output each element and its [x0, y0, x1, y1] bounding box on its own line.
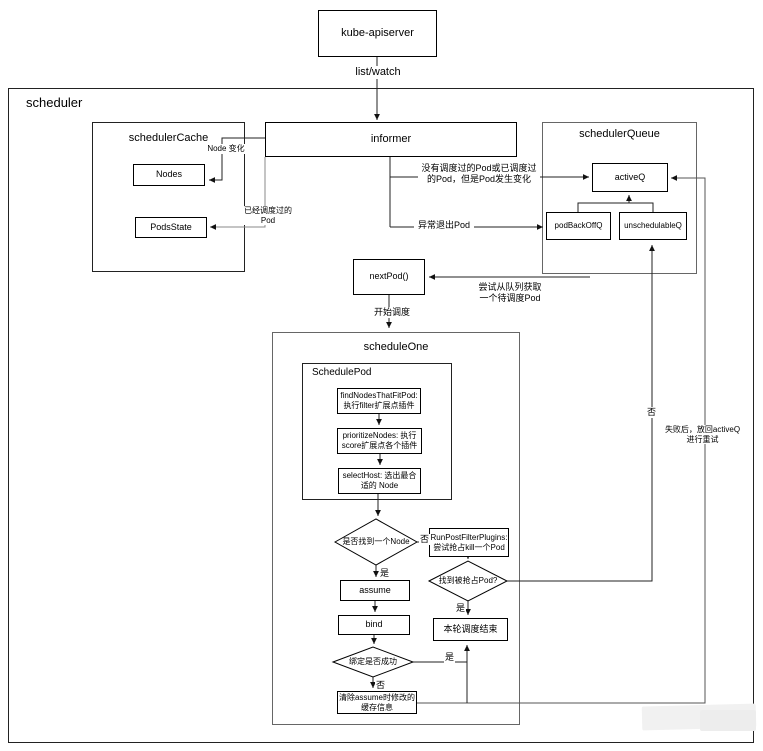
clear-assume-line1: 清除assume时修改的 — [338, 692, 415, 702]
active-q-label: activeQ — [614, 171, 646, 182]
unschedulable-q-node: unschedulableQ — [619, 212, 687, 240]
schedule-one-label: scheduleOne — [363, 341, 429, 353]
retry-line2: 进行重试 — [686, 434, 719, 444]
pod-backoff-q-node: podBackOffQ — [546, 212, 611, 240]
nodes-label: Nodes — [155, 169, 182, 180]
kube-apiserver-node: kube-apiserver — [318, 10, 437, 57]
find-nodes-line1: findNodesThatFitPod: — [340, 391, 418, 400]
found-preempted-yes-label: 是 — [455, 603, 467, 614]
informer-label: informer — [370, 132, 412, 145]
new-or-changed-pod-line1: 没有调度过的Pod或已调度过 — [421, 163, 537, 173]
kube-apiserver-label: kube-apiserver — [341, 26, 414, 39]
clear-assume-line2: 缓存信息 — [361, 702, 393, 712]
scheduler-label: scheduler — [26, 95, 83, 110]
select-host-line1: selectHost: 选出最合 — [342, 471, 417, 480]
schedule-pod-label: SchedulePod — [312, 367, 372, 378]
prioritize-nodes-line2: score扩展点各个插件 — [341, 441, 418, 450]
clear-assume-node: 清除assume时修改的 缓存信息 — [337, 691, 417, 714]
fetch-pod-line1: 尝试从队列获取 — [478, 282, 542, 292]
select-host-line2: 适的 Node — [360, 481, 399, 490]
fetch-pod-line2: 一个待调度Pod — [479, 292, 541, 303]
round-end-node: 本轮调度结束 — [433, 618, 508, 641]
next-pod-label: nextPod() — [369, 271, 409, 282]
found-node-yes-label: 是 — [379, 568, 391, 579]
pods-state-node: PodsState — [135, 217, 207, 238]
run-post-filter-line2: 尝试抢占kill一个Pod — [433, 542, 505, 552]
retry-line1: 失败后，放回activeQ — [664, 425, 741, 434]
find-nodes-node: findNodesThatFitPod: 执行filter扩展点插件 — [337, 388, 421, 414]
decision-bind-success-label: 绑定是否成功 — [349, 657, 397, 666]
assume-label: assume — [359, 584, 391, 595]
run-post-filter-line1: RunPostFilterPlugins: — [430, 532, 508, 542]
pods-state-label: PodsState — [150, 221, 192, 232]
prioritize-nodes-node: prioritizeNodes: 执行 score扩展点各个插件 — [337, 428, 422, 454]
found-preempted-no-label: 否 — [646, 407, 658, 418]
pod-backoff-q-label: podBackOffQ — [554, 221, 603, 230]
scheduled-pod-label: 已经调度过的Pod — [236, 206, 300, 226]
decision-found-preempted-label: 找到被抢占Pod? — [438, 576, 498, 585]
bind-success-yes-label: 是 — [444, 652, 456, 663]
scheduler-queue-label: schedulerQueue — [579, 128, 660, 140]
find-nodes-line2: 执行filter扩展点插件 — [343, 401, 415, 410]
bind-success-no-label: 否 — [375, 680, 387, 691]
retry-label: 失败后，放回activeQ 进行重试 — [654, 425, 751, 445]
nodes-node: Nodes — [133, 164, 205, 186]
bind-label: bind — [365, 619, 383, 630]
scheduler-container-box — [8, 88, 754, 743]
run-post-filter-node: RunPostFilterPlugins: 尝试抢占kill一个Pod — [429, 528, 509, 557]
unschedulable-q-label: unschedulableQ — [624, 221, 682, 230]
decision-found-node-label: 是否找到一个Node — [342, 537, 410, 546]
watermark-smudge-2 — [700, 710, 756, 731]
active-q-node: activeQ — [592, 163, 668, 192]
abnormal-exit-pod-label: 异常退出Pod — [414, 220, 474, 231]
node-change-label: Node 变化 — [203, 144, 249, 154]
scheduler-queue-box — [542, 122, 697, 274]
found-node-no-label: 否 — [419, 534, 431, 545]
bind-node: bind — [338, 615, 410, 635]
prioritize-nodes-line1: prioritizeNodes: 执行 — [342, 431, 417, 440]
scheduler-cache-label: schedulerCache — [128, 132, 209, 144]
start-scheduling-label: 开始调度 — [370, 307, 414, 318]
fetch-pod-label: 尝试从队列获取 一个待调度Pod — [478, 282, 542, 304]
next-pod-node: nextPod() — [353, 259, 425, 295]
round-end-label: 本轮调度结束 — [443, 623, 498, 634]
assume-node: assume — [340, 580, 410, 601]
list-watch-label: list/watch — [349, 66, 407, 80]
select-host-node: selectHost: 选出最合 适的 Node — [338, 468, 421, 494]
new-or-changed-pod-line2: 的Pod，但是Pod发生变化 — [426, 173, 532, 184]
new-or-changed-pod-label: 没有调度过的Pod或已调度过 的Pod，但是Pod发生变化 — [418, 163, 540, 185]
informer-node: informer — [265, 122, 517, 157]
